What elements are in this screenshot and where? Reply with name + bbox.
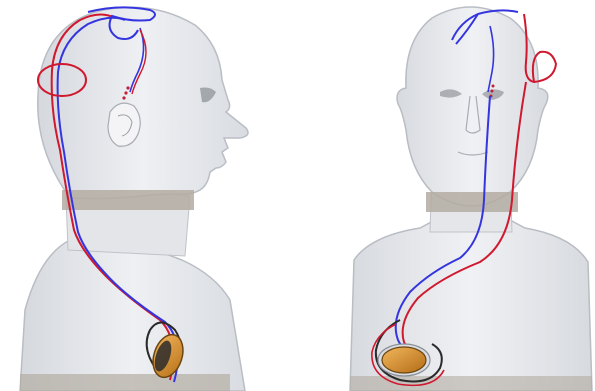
frontal-implant-device (378, 344, 430, 376)
frontal-head (397, 7, 548, 206)
frontal-neck-band (426, 192, 518, 212)
lateral-view-panel (0, 0, 300, 391)
frontal-view-illustration (340, 0, 595, 391)
frontal-view-panel (340, 0, 595, 391)
lateral-chest-band (20, 374, 230, 391)
lateral-view-illustration (0, 0, 300, 391)
frontal-chest-band (350, 376, 592, 391)
lateral-ear (108, 103, 140, 146)
lateral-neck-band (62, 190, 194, 210)
